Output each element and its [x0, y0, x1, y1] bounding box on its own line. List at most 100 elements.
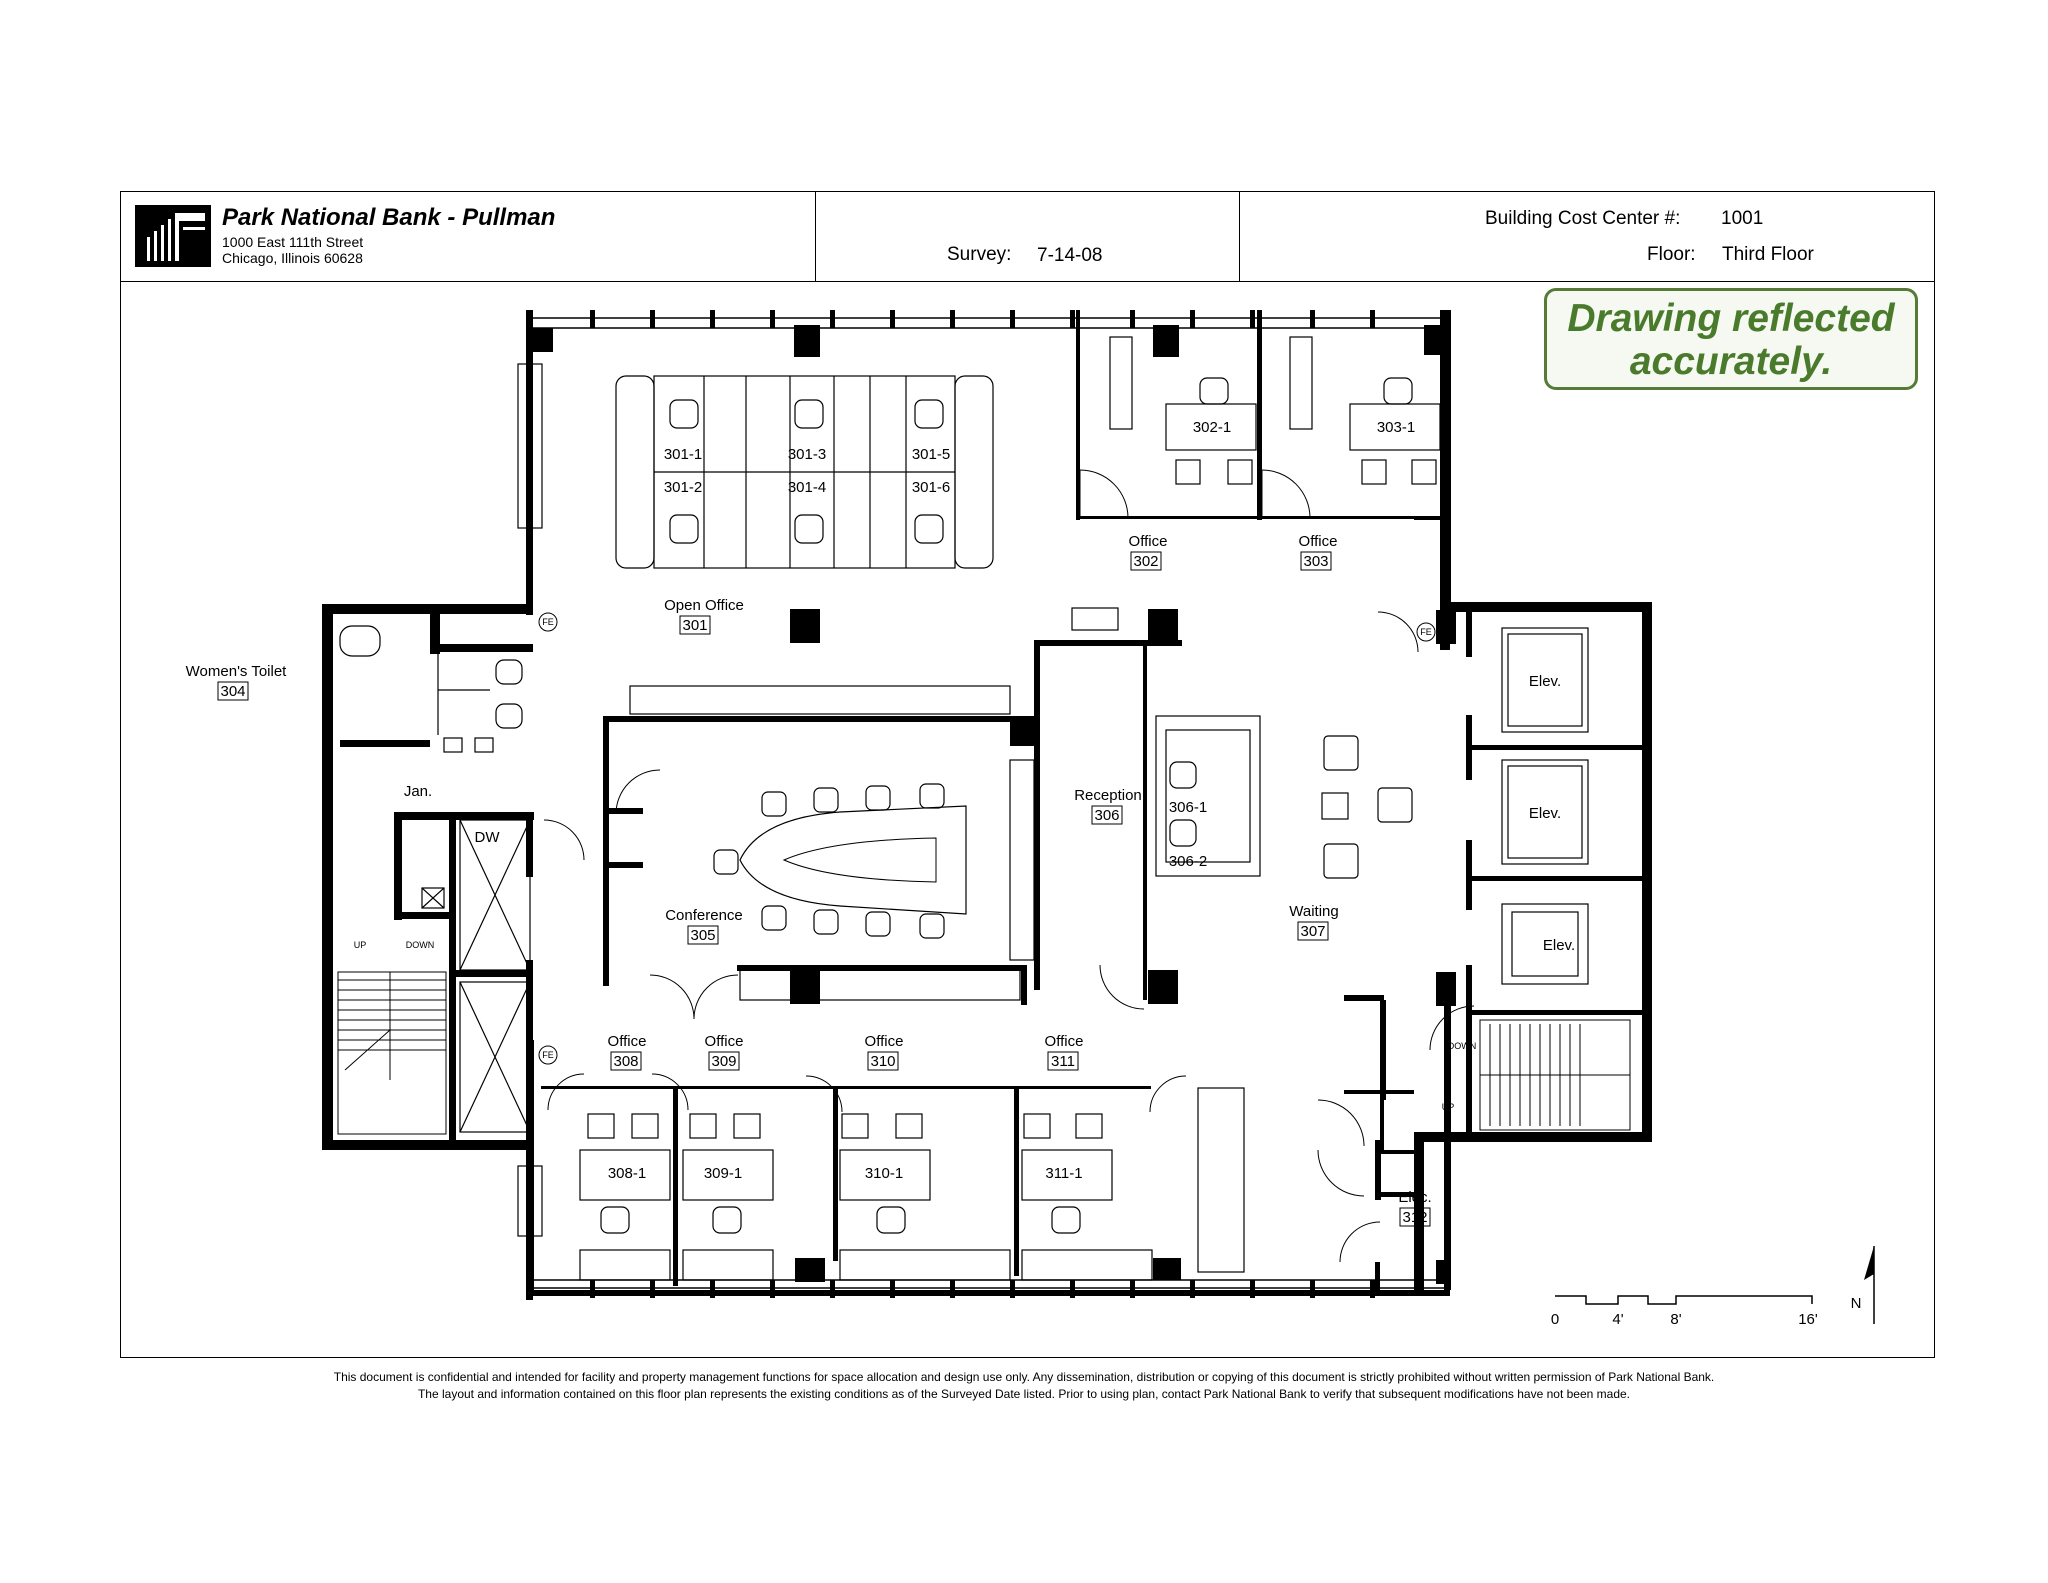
room-number-312: 312: [1402, 1209, 1427, 1226]
ws-301-4: 301-4: [788, 479, 826, 496]
ws-301-2: 301-2: [664, 479, 702, 496]
room-name-307: Waiting: [1289, 903, 1338, 920]
room-number-311: 311: [1051, 1053, 1075, 1070]
fire-extinguishers: FE FE FE: [538, 612, 1436, 1065]
room-number-307: 307: [1300, 923, 1325, 940]
room-name-310: Office: [865, 1033, 904, 1050]
ws-301-3: 301-3: [788, 446, 826, 463]
room-name-301: Open Office: [664, 597, 744, 614]
ws-301-5: 301-5: [912, 446, 950, 463]
window-wall-top: [533, 317, 1444, 1289]
room-name-304: Women's Toilet: [186, 663, 288, 680]
scale-tick-0: 0: [1551, 1311, 1559, 1328]
stamp-line2: accurately.: [1629, 340, 1833, 383]
room-number-308: 308: [613, 1053, 638, 1070]
room-name-jan: Jan.: [404, 783, 432, 800]
ws-301-6: 301-6: [912, 479, 950, 496]
room-number-304: 304: [220, 683, 245, 700]
fire-extinguisher-icon: [538, 1045, 558, 1065]
survey-label: Survey:: [947, 244, 1012, 265]
stair-down-label: DOWN: [406, 940, 435, 950]
disclaimer-line1: This document is confidential and intend…: [333, 1370, 1715, 1384]
exterior-walls: [322, 310, 1652, 1300]
drawing-sheet: Park National Bank - Pullman 1000 East 1…: [120, 191, 1935, 1358]
room-number-309: 309: [711, 1053, 736, 1070]
stair-up-label: UP: [354, 940, 367, 950]
elevators: [1501, 627, 1589, 985]
elevator-label-1: Elev.: [1529, 673, 1561, 690]
bank-logo-icon: [135, 205, 211, 267]
stair-down-label-east: DOWN: [1448, 1041, 1477, 1051]
stair-east: [1479, 1019, 1631, 1131]
cost-center-value: 1001: [1721, 208, 1764, 229]
room-name-308: Office: [608, 1033, 647, 1050]
north-arrow-icon: N: [1851, 1246, 1875, 1324]
room-number-303: 303: [1303, 553, 1328, 570]
structural-columns: [533, 325, 1456, 1284]
room-name-305: Conference: [665, 907, 743, 924]
elevator-label-3: Elev.: [1543, 937, 1575, 954]
ws-306-1: 306-1: [1169, 799, 1207, 816]
room-name-303: Office: [1299, 533, 1338, 550]
shafts: [421, 819, 531, 1133]
fire-extinguisher-icon: [1416, 622, 1436, 642]
title-divider: [815, 192, 816, 282]
room-number-310: 310: [870, 1053, 895, 1070]
conference-table: [739, 805, 967, 915]
interior-walls: [340, 310, 1648, 1292]
floor-label: Floor:: [1647, 244, 1696, 265]
scale-tick-8: 8': [1670, 1311, 1681, 1328]
svg-text:FE: FE: [542, 1050, 554, 1060]
stair-up-label-east: UP: [1442, 1102, 1455, 1112]
workstation-cluster-301: [615, 375, 994, 569]
room-number-302: 302: [1133, 553, 1158, 570]
window-mullions: [590, 310, 1375, 1298]
address-line2: Chicago, Illinois 60628: [222, 250, 363, 266]
fire-extinguisher-icon: [538, 612, 558, 632]
ws-308-1: 308-1: [608, 1165, 646, 1182]
scale-tick-4: 4': [1612, 1311, 1623, 1328]
survey-date: 7-14-08: [1037, 245, 1103, 266]
workstation-labels: 301-1 301-2 301-3 301-4 301-5 301-6 302-…: [608, 419, 1415, 1182]
scale-tick-16: 16': [1798, 1311, 1818, 1328]
room-name-dw: DW: [475, 829, 501, 846]
bank-name: Park National Bank - Pullman: [222, 204, 556, 231]
address-line1: 1000 East 111th Street: [222, 234, 364, 250]
toilet-fixtures: [339, 625, 523, 753]
chairs: [587, 377, 1437, 1234]
svg-text:FE: FE: [542, 617, 554, 627]
room-number-305: 305: [690, 927, 715, 944]
ws-302-1: 302-1: [1193, 419, 1231, 436]
room-name-311: Office: [1045, 1033, 1084, 1050]
room-labels: Open Office 301 Office 302 Office 303 Wo…: [186, 533, 1575, 1227]
scale-bar: 0 4' 8' 16': [1551, 1295, 1818, 1328]
ws-311-1: 311-1: [1045, 1165, 1082, 1182]
title-divider: [1239, 192, 1240, 282]
ws-309-1: 309-1: [704, 1165, 742, 1182]
stamp-line1: Drawing reflected: [1567, 297, 1895, 340]
elevator-label-2: Elev.: [1529, 805, 1561, 822]
ws-301-1: 301-1: [664, 446, 702, 463]
stair-labels: UP DOWN DOWN UP: [354, 940, 1477, 1112]
ws-303-1: 303-1: [1377, 419, 1415, 436]
disclaimer-line2: The layout and information contained on …: [417, 1387, 1631, 1401]
ws-310-1: 310-1: [865, 1165, 903, 1182]
svg-text:FE: FE: [1420, 627, 1432, 637]
room-number-306: 306: [1094, 807, 1119, 824]
stair-west: [337, 971, 447, 1135]
north-label: N: [1851, 1295, 1862, 1312]
doors: [543, 469, 1475, 1263]
room-name-312: Elec.: [1398, 1189, 1431, 1206]
ws-306-2: 306-2: [1169, 853, 1207, 870]
accuracy-stamp: Drawing reflected accurately.: [1544, 288, 1918, 390]
conference-table-inlay: [782, 837, 937, 883]
room-name-302: Office: [1129, 533, 1168, 550]
room-name-306: Reception: [1074, 787, 1142, 804]
desks: [517, 336, 1441, 1281]
floor-value: Third Floor: [1722, 244, 1814, 265]
title-block: Park National Bank - Pullman 1000 East 1…: [121, 192, 1934, 282]
cost-center-label: Building Cost Center #:: [1485, 208, 1681, 229]
room-number-301: 301: [682, 617, 707, 634]
room-name-309: Office: [705, 1033, 744, 1050]
